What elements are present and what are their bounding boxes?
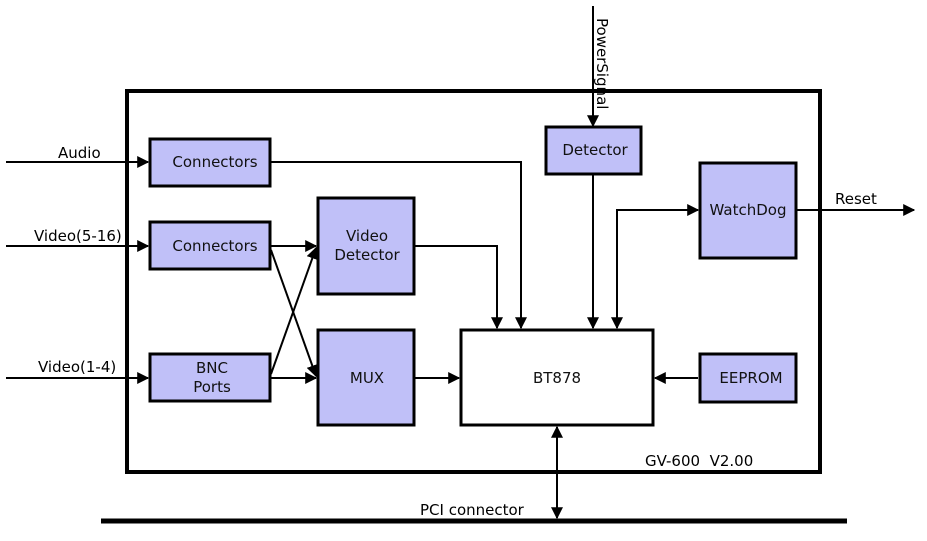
video-detector-to-bt878-arrow — [415, 245, 503, 330]
video-detector-label-line1: Video — [346, 227, 388, 245]
bnc-ports-block: BNC Ports — [148, 352, 272, 403]
eeprom-block: EEPROM — [698, 352, 798, 404]
board-outline — [125, 89, 822, 474]
video-detector-block: Video Detector — [316, 196, 416, 296]
bnc-ports-label-line1: BNC — [196, 359, 228, 377]
video-1-4-label: Video(1-4) — [38, 358, 116, 376]
pci-connector-label: PCI connector — [420, 501, 525, 519]
connectors-video-label: Connectors — [172, 237, 257, 255]
power-signal-label: PowerSignal — [593, 18, 611, 109]
watchdog-block: WatchDog — [698, 161, 798, 260]
mux-label: MUX — [350, 369, 384, 387]
video-detector-label-line2: Detector — [334, 246, 400, 264]
eeprom-label: EEPROM — [719, 369, 782, 387]
bnc-ports-label-line2: Ports — [193, 378, 231, 396]
detector-block: Detector — [544, 125, 643, 176]
audio-to-bt878-arrow — [271, 161, 527, 330]
connectors-audio-block: Connectors — [148, 137, 272, 188]
detector-label: Detector — [562, 141, 628, 159]
watchdog-label: WatchDog — [710, 201, 787, 219]
mux-block: MUX — [316, 328, 416, 427]
video-5-16-label: Video(5-16) — [34, 227, 122, 245]
bnc-to-video-detector-arrow — [270, 246, 319, 375]
connectors-video-block: Connectors — [148, 220, 272, 271]
bt878-watchdog-arrow — [611, 204, 700, 330]
connectors-audio-label: Connectors — [172, 153, 257, 171]
bt878-chip-block: BT878 — [459, 328, 655, 427]
audio-label: Audio — [58, 144, 101, 162]
reset-label: Reset — [835, 190, 877, 208]
board-version-label: GV-600 V2.00 — [645, 452, 753, 470]
bt878-label: BT878 — [533, 369, 581, 387]
